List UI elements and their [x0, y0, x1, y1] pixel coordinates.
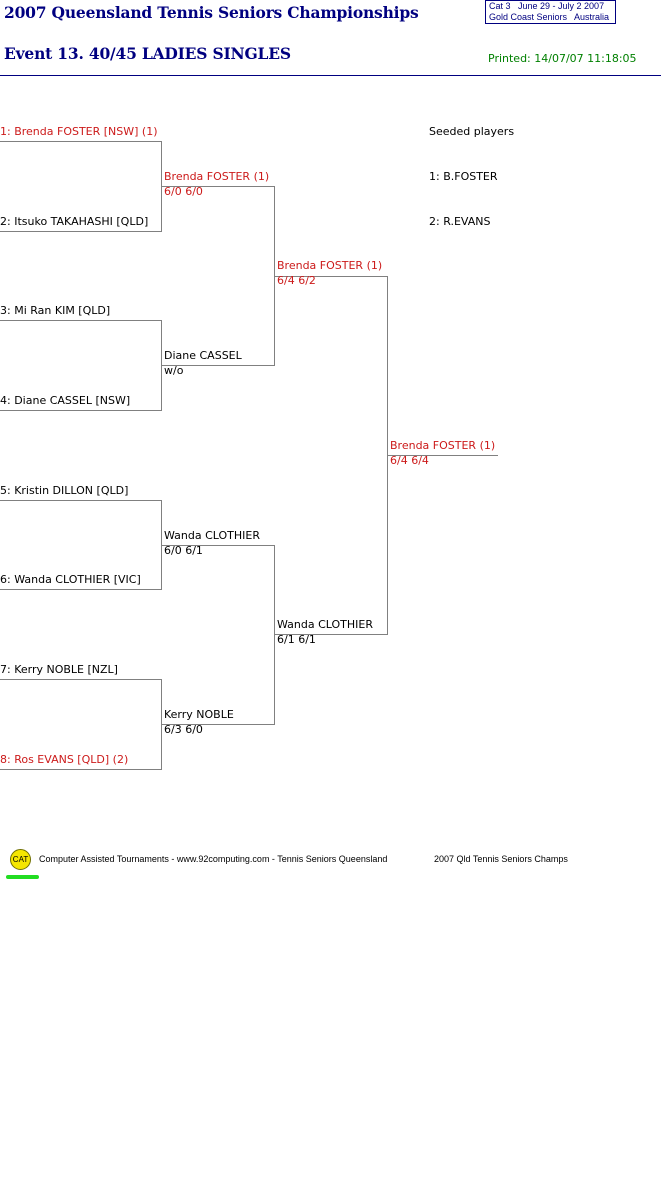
page-title: 2007 Queensland Tennis Seniors Champions…: [4, 3, 419, 22]
tournament-info-box: Cat 3 June 29 - July 2 2007 Gold Coast S…: [485, 0, 616, 24]
round1-entry-2: 2: Itsuko TAKAHASHI [QLD]: [0, 215, 149, 228]
round2-score-4: 6/3 6/0: [164, 723, 203, 736]
round2-score-1: 6/0 6/0: [164, 185, 203, 198]
cat-logo-underline: [6, 875, 39, 879]
semifinal-score-2: 6/1 6/1: [277, 633, 316, 646]
champion-name: Brenda FOSTER (1): [390, 439, 496, 452]
round1-entry-3: 3: Mi Ran KIM [QLD]: [0, 304, 111, 317]
semifinal-winner-2: Wanda CLOTHIER: [277, 618, 374, 631]
round2-winner-3: Wanda CLOTHIER: [164, 529, 261, 542]
tournament-dates: Cat 3 June 29 - July 2 2007: [489, 1, 605, 11]
round1-entry-1: 1: Brenda FOSTER [NSW] (1): [0, 125, 158, 138]
semifinal-score-1: 6/4 6/2: [277, 274, 316, 287]
round1-entry-5: 5: Kristin DILLON [QLD]: [0, 484, 129, 497]
seeded-heading: Seeded players: [429, 125, 515, 138]
round1-entry-6: 6: Wanda CLOTHIER [VIC]: [0, 573, 141, 586]
event-title: Event 13. 40/45 LADIES SINGLES: [4, 44, 291, 63]
cat-logo-icon: CAT: [10, 849, 31, 870]
tournament-venue: Gold Coast Seniors Australia: [489, 12, 610, 22]
semifinal-winner-1: Brenda FOSTER (1): [277, 259, 383, 272]
footer-event-name: 2007 Qld Tennis Seniors Champs: [434, 854, 568, 864]
round2-winner-4: Kerry NOBLE: [164, 708, 234, 721]
champion-score: 6/4 6/4: [390, 454, 429, 467]
printed-timestamp: Printed: 14/07/07 11:18:05: [488, 52, 637, 65]
round2-winner-2: Diane CASSEL: [164, 349, 242, 362]
round2-score-3: 6/0 6/1: [164, 544, 203, 557]
round1-entry-4: 4: Diane CASSEL [NSW]: [0, 394, 131, 407]
round2-winner-1: Brenda FOSTER (1): [164, 170, 270, 183]
footer-credit: Computer Assisted Tournaments - www.92co…: [39, 854, 388, 864]
round1-entry-8: 8: Ros EVANS [QLD] (2): [0, 753, 129, 766]
header-divider: [0, 75, 661, 76]
round1-entry-7: 7: Kerry NOBLE [NZL]: [0, 663, 118, 676]
seeded-player-2: 2: R.EVANS: [429, 215, 491, 228]
seeded-player-1: 1: B.FOSTER: [429, 170, 498, 183]
round2-score-2: w/o: [164, 364, 184, 377]
